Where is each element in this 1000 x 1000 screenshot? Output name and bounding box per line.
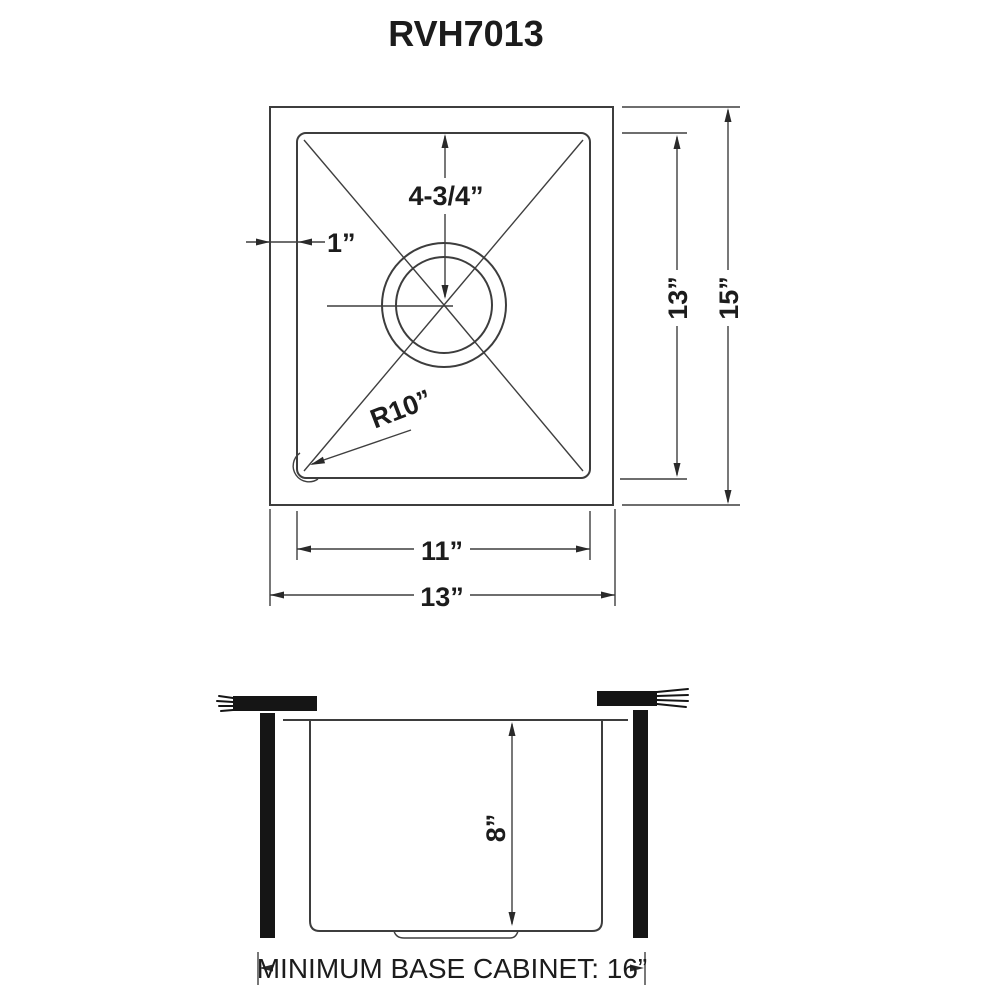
dim-outer-width: 13” <box>269 509 616 612</box>
dim-outer-width-label: 13” <box>420 582 464 612</box>
dim-drain-offset: 4-3/4” <box>408 134 484 299</box>
countertop-right <box>597 691 657 706</box>
model-number: RVH7013 <box>388 13 543 54</box>
bowl-slope-lines <box>303 139 584 472</box>
outer-rim-rect <box>269 106 614 506</box>
drain-fitting <box>393 930 519 939</box>
drain-outer-circle <box>381 242 507 368</box>
countertop-left-break <box>216 695 234 712</box>
drain-inner-circle <box>395 256 493 354</box>
min-base-cabinet-dim: MINIMUM BASE CABINET: 16” <box>257 952 648 985</box>
side-view: 8” MINIMUM BASE CABINET: 16” <box>216 688 689 985</box>
dim-inner-width-label: 11” <box>421 536 463 566</box>
inner-bowl-rect <box>296 132 591 479</box>
dim-corner-radius-label: R10” <box>366 384 436 435</box>
dim-drain-offset-label: 4-3/4” <box>408 181 483 211</box>
dim-bowl-depth-label: 8” <box>481 814 511 843</box>
top-view: 4-3/4” 1” R10” 13” <box>246 106 744 612</box>
countertop-right-break <box>656 688 689 708</box>
min-base-cabinet-label: MINIMUM BASE CABINET: 16” <box>257 953 648 984</box>
dim-outer-height-label: 15” <box>714 276 744 320</box>
dim-rim-width: 1” <box>246 228 356 258</box>
dim-rim-width-label: 1” <box>327 228 356 258</box>
dim-inner-height: 13” <box>620 132 693 480</box>
cabinet-side-right <box>633 710 648 938</box>
countertop-left <box>233 696 317 711</box>
cabinet-side-left <box>260 713 275 938</box>
dim-outer-height: 15” <box>622 106 744 506</box>
sink-bowl-section <box>309 721 603 932</box>
dim-inner-height-label: 13” <box>663 276 693 320</box>
dim-inner-width: 11” <box>296 511 591 566</box>
corner-radius-tick <box>292 452 319 483</box>
dim-bowl-depth: 8” <box>481 722 516 926</box>
